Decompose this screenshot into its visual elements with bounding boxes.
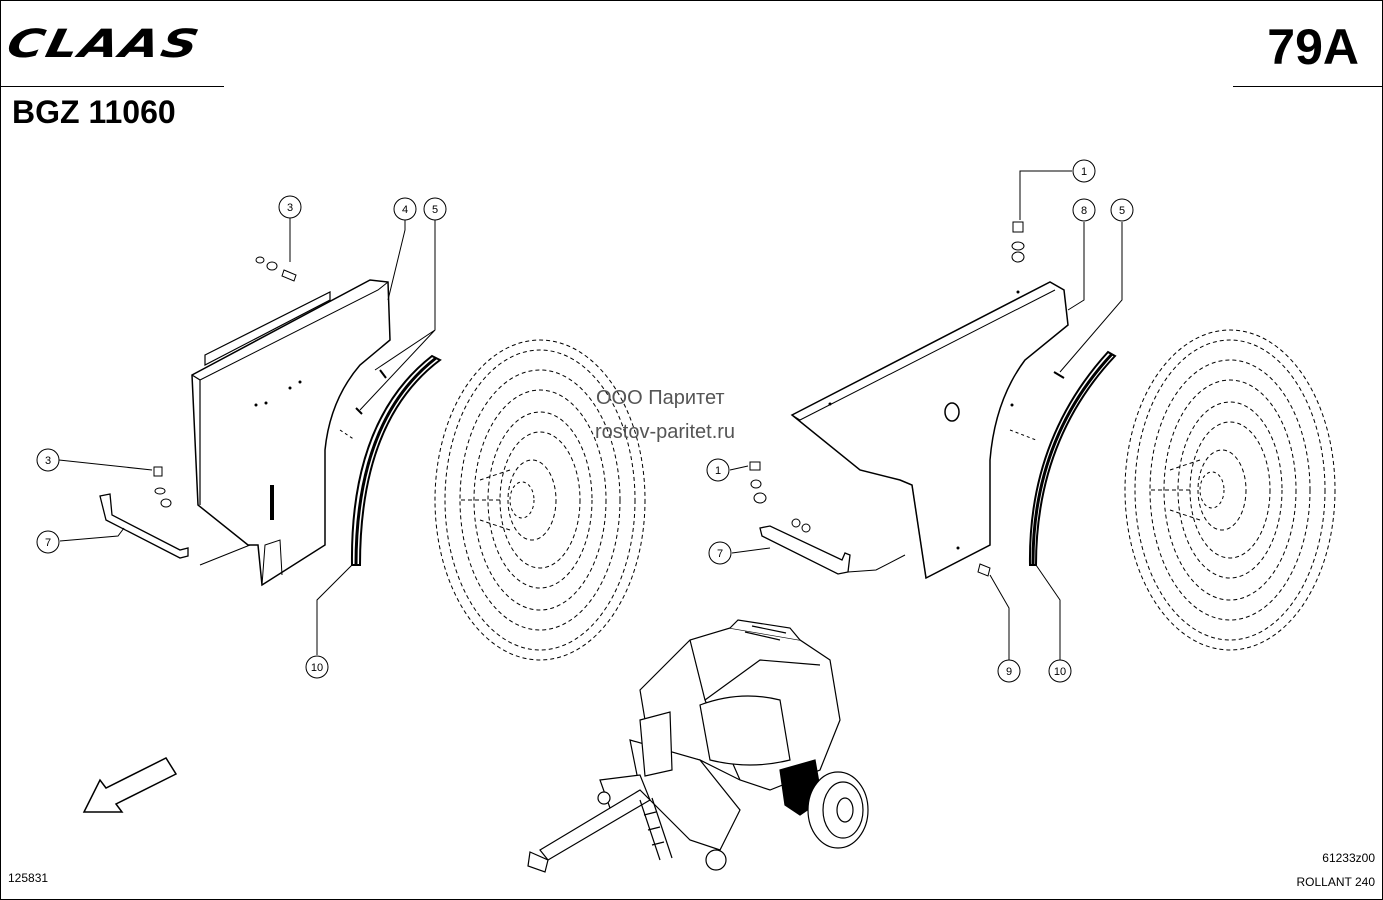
- baler-locator-illustration: [527, 619, 869, 873]
- left-fender-top-rail: [204, 291, 331, 366]
- left-fender-panel: [191, 279, 391, 587]
- right-fender-hole: [944, 402, 960, 422]
- page-number-underline: [1233, 86, 1383, 87]
- callout-7-right: 7: [708, 541, 732, 565]
- left-fender-assembly: [58, 218, 646, 661]
- callout-8: 8: [1072, 198, 1096, 222]
- callout-1-lower: 1: [706, 458, 730, 482]
- svg-text:10: 10: [311, 662, 323, 674]
- machine-name: ROLLANT 240: [1296, 875, 1376, 889]
- svg-text:5: 5: [1119, 205, 1125, 217]
- drawing-number: 125831: [8, 871, 49, 885]
- callout-10-left: 10: [305, 655, 329, 679]
- svg-text:8: 8: [1081, 205, 1087, 217]
- image-code: 61233z00: [1322, 851, 1375, 865]
- callout-5-right: 5: [1110, 198, 1134, 222]
- right-tire: [1124, 329, 1336, 651]
- right-support-bracket: [759, 525, 851, 575]
- callout-9: 9: [997, 659, 1021, 683]
- callout-1-top: 1: [1072, 159, 1096, 183]
- svg-text:5: 5: [432, 204, 438, 216]
- svg-text:4: 4: [402, 204, 408, 216]
- watermark-company: ООО Паритет: [596, 387, 725, 409]
- logo-underline: [0, 86, 224, 87]
- page-number: 79A: [1267, 19, 1359, 75]
- svg-text:7: 7: [45, 537, 51, 549]
- right-mudguard-flap: [1028, 350, 1117, 566]
- svg-text:9: 9: [1006, 666, 1012, 678]
- callout-4: 4: [393, 197, 417, 221]
- left-support-bracket: [99, 493, 189, 559]
- model-code: BGZ 11060: [12, 94, 176, 130]
- svg-text:3: 3: [45, 455, 51, 467]
- callout-7-left: 7: [36, 530, 60, 554]
- callout-3-lower: 3: [36, 448, 60, 472]
- svg-text:1: 1: [1081, 166, 1087, 178]
- svg-text:7: 7: [717, 548, 723, 560]
- svg-text:1: 1: [715, 465, 721, 477]
- right-fender-assembly: [729, 170, 1336, 660]
- travel-direction-arrow-icon: [82, 757, 178, 813]
- callout-3-top: 3: [278, 195, 302, 219]
- left-mudguard-flap: [350, 354, 442, 566]
- watermark-url: rostov-paritet.ru: [595, 421, 736, 443]
- svg-text:3: 3: [287, 202, 293, 214]
- callout-5-left: 5: [423, 197, 447, 221]
- callout-10-right: 10: [1048, 659, 1072, 683]
- svg-text:10: 10: [1054, 666, 1066, 678]
- right-fender-panel: [790, 281, 1069, 580]
